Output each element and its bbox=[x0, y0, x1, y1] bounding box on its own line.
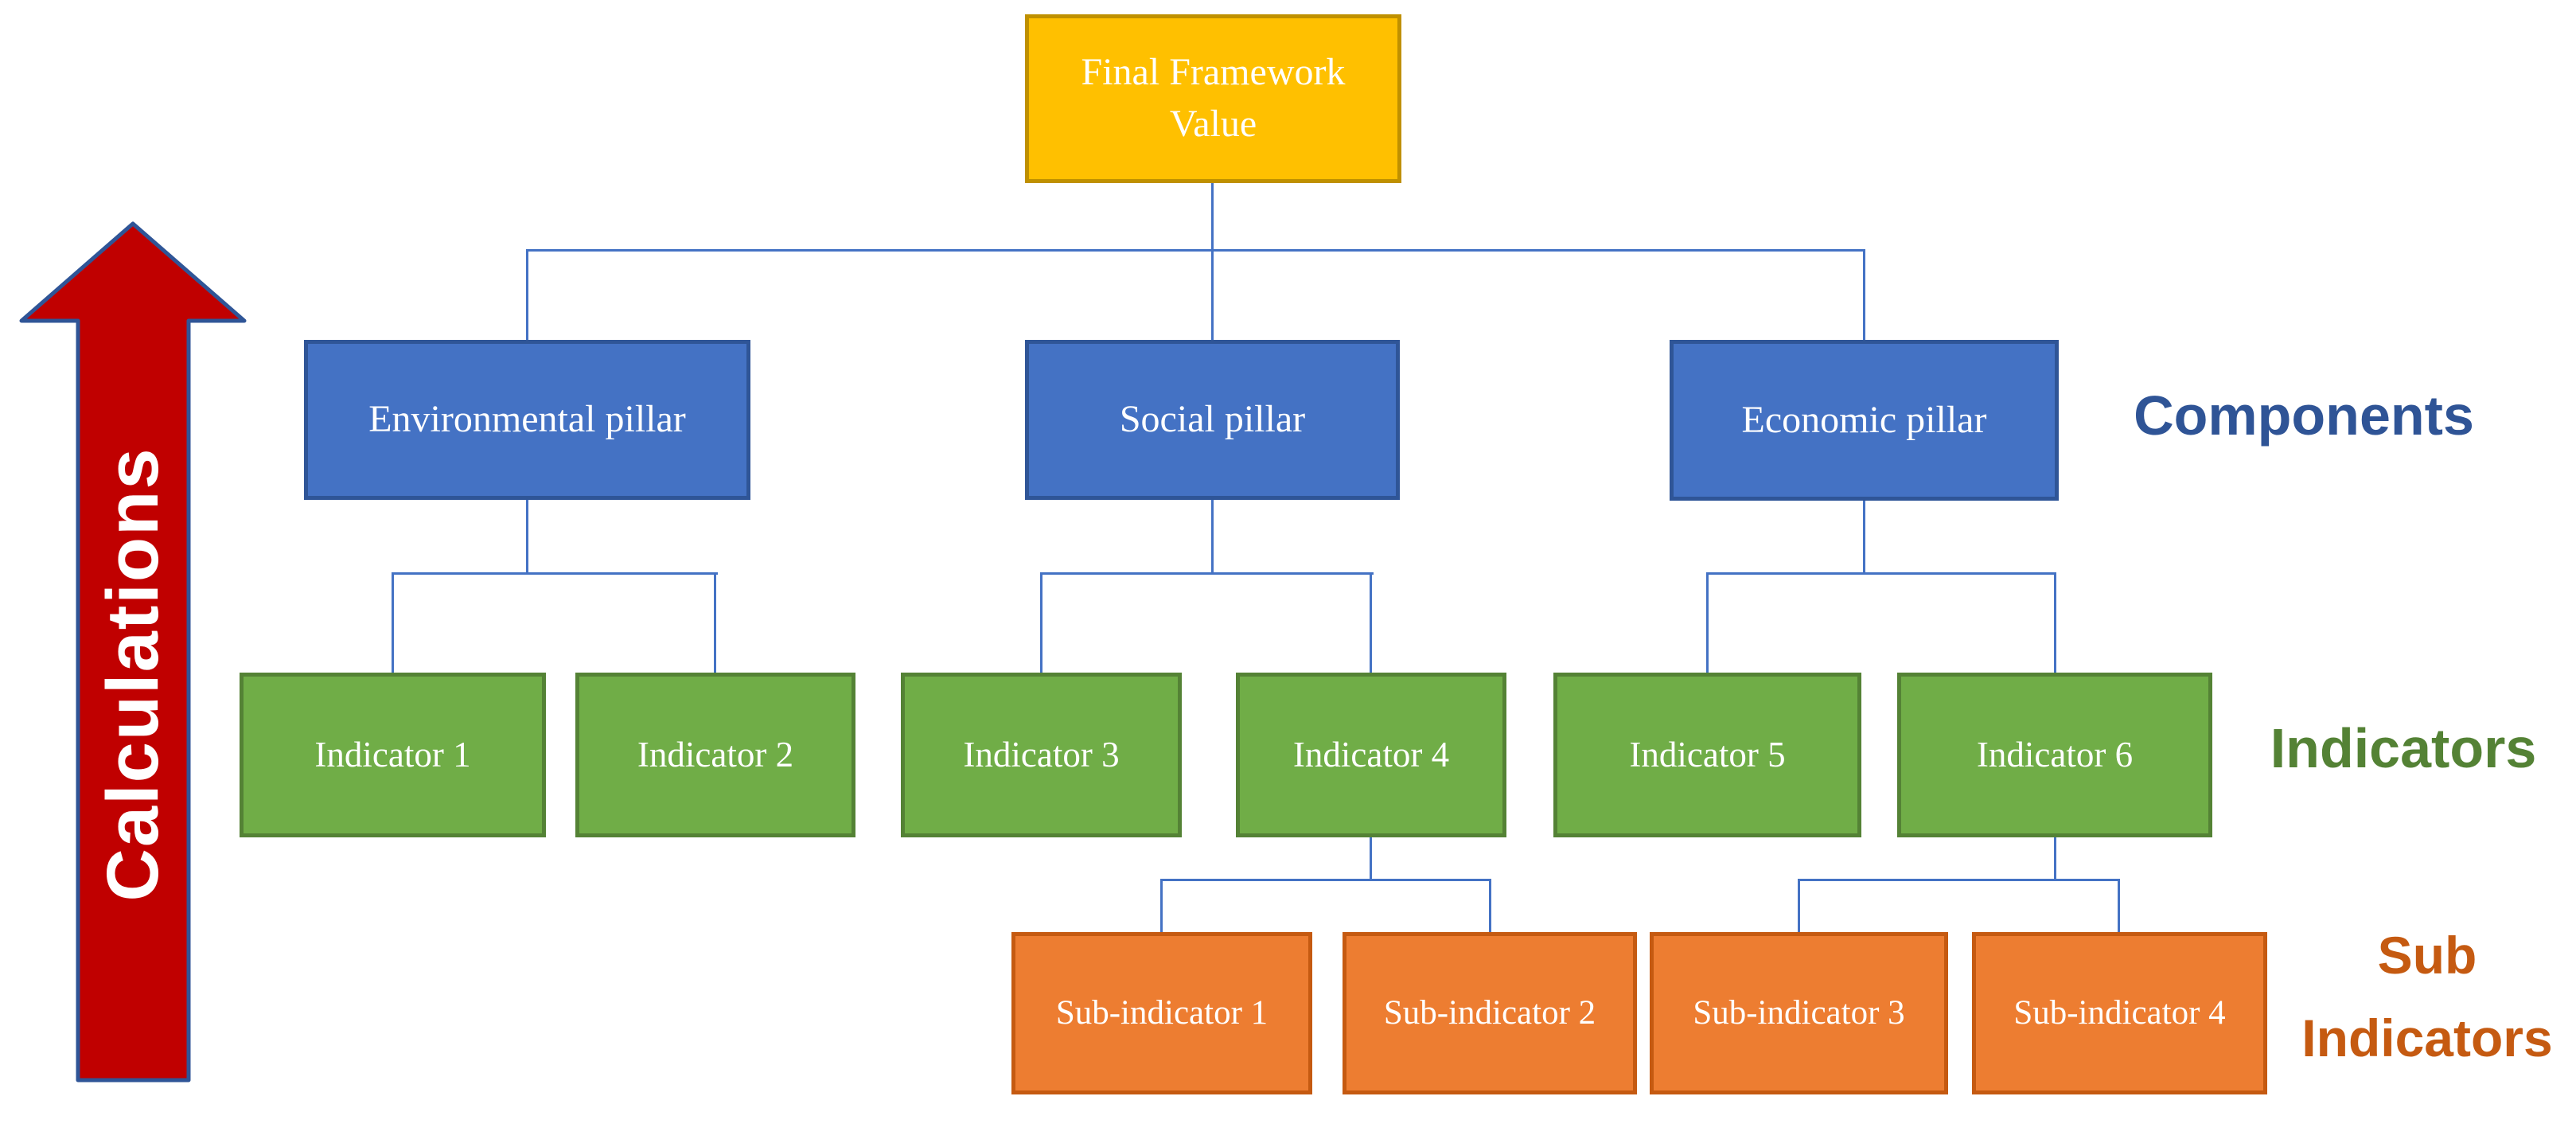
connector-line bbox=[1160, 879, 1163, 934]
connector-line bbox=[1211, 249, 1214, 340]
connector-line bbox=[1211, 500, 1214, 575]
connector-line bbox=[1040, 572, 1042, 675]
connector-line bbox=[1489, 879, 1491, 934]
calculations-arrow-label: Calculations bbox=[92, 447, 173, 902]
up-arrow-shape bbox=[19, 221, 247, 1083]
connector-line bbox=[1706, 572, 1709, 675]
environmental-pillar-node: Environmental pillar bbox=[304, 340, 750, 500]
connector-line bbox=[526, 249, 528, 340]
economic-pillar-node: Economic pillar bbox=[1670, 340, 2059, 501]
connector-line bbox=[1370, 572, 1372, 675]
social-pillar-node: Social pillar bbox=[1025, 340, 1400, 500]
sub-indicator-3-node: Sub-indicator 3 bbox=[1650, 932, 1948, 1094]
indicators-row-label: Indicators bbox=[2270, 717, 2537, 779]
final-framework-value-node: Final Framework Value bbox=[1025, 14, 1401, 183]
sub-indicators-row-label: Sub Indicators bbox=[2268, 914, 2576, 1080]
connector-line bbox=[1370, 837, 1372, 881]
connector-line bbox=[1863, 501, 1865, 575]
connector-line bbox=[526, 249, 1865, 252]
connector-line bbox=[526, 500, 528, 575]
connector-line bbox=[714, 572, 716, 675]
indicator-1-node: Indicator 1 bbox=[240, 673, 546, 837]
indicator-4-node: Indicator 4 bbox=[1236, 673, 1506, 837]
connector-line bbox=[392, 572, 718, 575]
connector-line bbox=[1706, 572, 2056, 575]
indicator-3-node: Indicator 3 bbox=[901, 673, 1182, 837]
connector-line bbox=[2118, 879, 2120, 934]
calculations-up-arrow bbox=[19, 221, 247, 1083]
sub-indicator-2-node: Sub-indicator 2 bbox=[1343, 932, 1637, 1094]
connector-line bbox=[1863, 249, 1865, 340]
connector-line bbox=[1040, 572, 1374, 575]
connector-line bbox=[1798, 879, 1800, 934]
indicator-2-node: Indicator 2 bbox=[575, 673, 855, 837]
connector-line bbox=[392, 572, 394, 675]
sub-indicators-label-line2: Indicators bbox=[2301, 1009, 2553, 1068]
connector-line bbox=[2054, 572, 2056, 675]
connector-line bbox=[1798, 879, 2120, 881]
connector-line bbox=[1160, 879, 1491, 881]
components-row-label: Components bbox=[2134, 384, 2474, 447]
connector-line bbox=[1211, 183, 1214, 252]
indicator-6-node: Indicator 6 bbox=[1897, 673, 2212, 837]
sub-indicator-1-node: Sub-indicator 1 bbox=[1011, 932, 1312, 1094]
sub-indicator-4-node: Sub-indicator 4 bbox=[1972, 932, 2267, 1094]
indicator-5-node: Indicator 5 bbox=[1553, 673, 1861, 837]
connector-line bbox=[2054, 837, 2056, 881]
sub-indicators-label-line1: Sub bbox=[2377, 926, 2477, 985]
